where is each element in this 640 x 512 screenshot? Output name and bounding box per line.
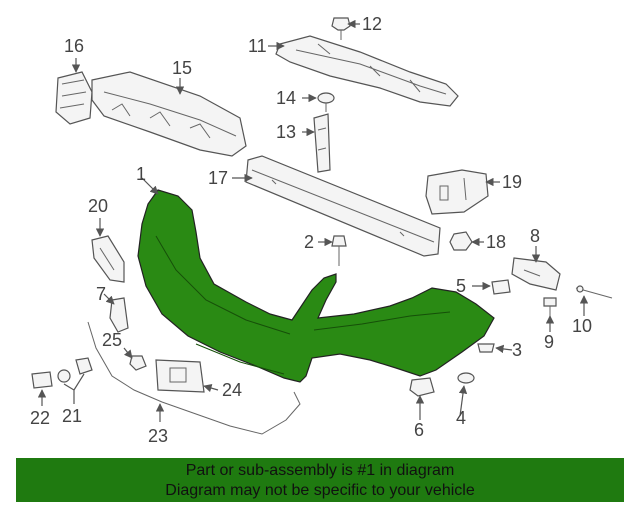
part-4-retainer[interactable] [457,372,475,384]
callout-22: 22 [30,408,50,428]
part-14-push-pin[interactable] [317,92,335,112]
callout-2: 2 [304,232,314,252]
callout-8: 8 [530,226,540,246]
part-23-wiring-harness[interactable] [87,321,301,435]
part-8-bracket[interactable] [511,257,561,291]
leader-lines [37,19,589,422]
part-1-bumper-cover[interactable] [137,189,495,383]
part-16-bracket[interactable] [55,71,93,125]
callout-12: 12 [362,14,382,34]
callout-19: 19 [502,172,522,192]
callout-7: 7 [96,284,106,304]
callout-labels: 1 2 3 4 5 6 7 8 9 10 11 12 13 14 15 16 1… [30,14,592,446]
callout-11: 11 [248,36,267,56]
part-24-license-bracket[interactable] [155,359,205,393]
part-12-clip[interactable] [331,17,351,40]
part-3-clip[interactable] [477,343,495,353]
part-25-bolt[interactable] [129,355,147,371]
part-21-sensor-ring[interactable] [57,357,93,383]
callout-15: 15 [172,58,192,78]
part-2-bolt[interactable] [331,235,347,266]
callout-5: 5 [456,276,466,296]
callout-9: 9 [544,332,554,352]
callout-20: 20 [88,196,108,216]
banner-line-1: Part or sub-assembly is #1 in diagram [185,462,455,479]
callout-23: 23 [148,426,168,446]
banner-line-2: Diagram may not be specific to your vehi… [165,482,475,499]
callout-17: 17 [208,168,228,188]
callout-24: 24 [222,380,242,400]
parts-diagram: 1 2 3 4 5 6 7 8 9 10 11 12 13 14 15 16 1… [30,14,613,446]
callout-18: 18 [486,232,506,252]
callout-16: 16 [64,36,84,56]
part-6-clip[interactable] [409,377,435,397]
callout-4: 4 [456,408,466,428]
part-15-energy-absorber[interactable] [91,71,247,157]
vehicle-fit-banner: Part or sub-assembly is #1 in diagram Di… [16,458,624,502]
part-10-pin[interactable] [575,285,613,299]
callout-13: 13 [276,122,296,142]
part-7-bezel[interactable] [109,297,129,333]
callout-21: 21 [62,406,82,426]
part-5-clip[interactable] [491,279,511,295]
callout-25: 25 [102,330,122,350]
part-13-bracket[interactable] [313,113,331,173]
callout-14: 14 [276,88,296,108]
part-9-bolt[interactable] [543,297,557,316]
callout-3: 3 [512,340,522,360]
callout-10: 10 [572,316,592,336]
part-18-nut[interactable] [449,231,473,251]
part-11-upper-support[interactable] [275,35,459,107]
part-19-bracket[interactable] [425,169,489,215]
part-20-bezel[interactable] [91,235,125,283]
part-22-sensor-clip[interactable] [31,371,53,389]
callout-6: 6 [414,420,424,440]
callout-1: 1 [136,164,146,184]
